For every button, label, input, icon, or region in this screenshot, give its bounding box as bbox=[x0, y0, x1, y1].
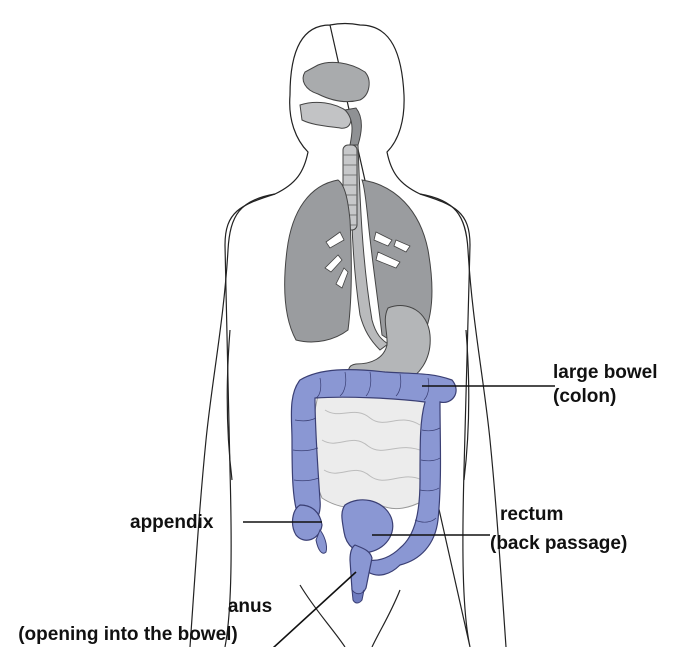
label-anus-description: (opening into the bowel) bbox=[18, 624, 238, 645]
nasal-cavity bbox=[303, 62, 369, 101]
sigmoid-colon bbox=[342, 500, 393, 553]
label-appendix: appendix bbox=[130, 512, 214, 533]
label-back-passage: (back passage) bbox=[490, 533, 627, 554]
rectum bbox=[350, 545, 372, 595]
label-anus: anus bbox=[228, 596, 272, 617]
label-large-bowel: large bowel bbox=[553, 362, 658, 383]
label-rectum: rectum bbox=[500, 504, 563, 525]
leader-line-anus bbox=[273, 572, 356, 647]
left-arm-inner bbox=[227, 330, 232, 480]
left-arm-outline bbox=[190, 194, 275, 647]
label-colon: (colon) bbox=[553, 386, 616, 407]
small-bowel bbox=[312, 389, 436, 509]
groin-outline bbox=[300, 585, 400, 647]
mouth-tongue bbox=[300, 102, 351, 128]
